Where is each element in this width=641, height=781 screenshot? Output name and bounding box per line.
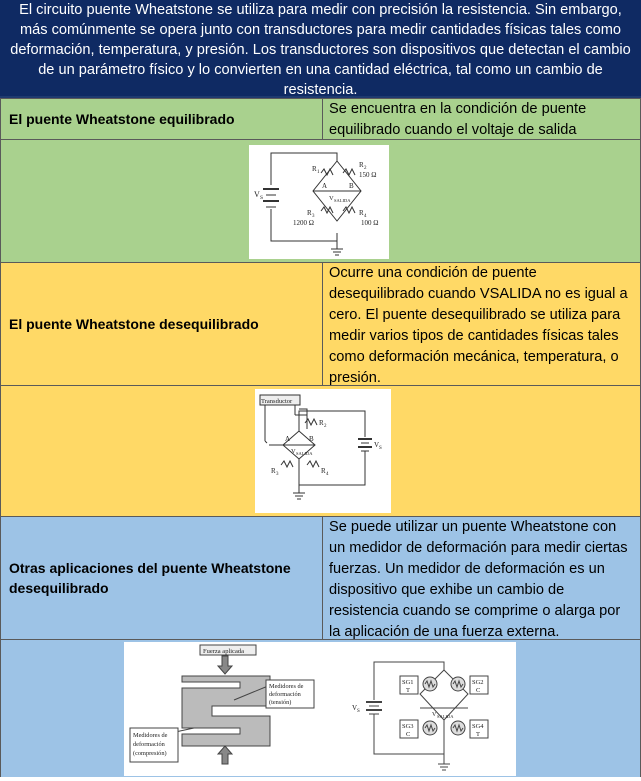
unbalanced-row: El puente Wheatstone desequilibrado Ocur… (0, 262, 641, 386)
balanced-node-b: B (349, 182, 354, 190)
balanced-bridge-figure: V S R 1 R 2 150 Ω R 3 1200 Ω R 4 100 Ω A… (249, 145, 389, 259)
sg4-type: T (476, 731, 480, 738)
unbalanced-r2-sub: 2 (324, 424, 327, 429)
balanced-description: Se encuentra en la condición de puente e… (329, 101, 587, 138)
strain-vs-sub: S (357, 709, 360, 714)
strain-gauge-figure: Fuerza aplicada Medidores de deformación… (124, 642, 516, 776)
other-applications-figure-row: Fuerza aplicada Medidores de deformación… (0, 639, 641, 777)
sg3-label: SG3 (402, 723, 414, 730)
gauge-compression-line2: deformación (133, 741, 166, 748)
balanced-r3-value: 1200 Ω (293, 219, 314, 227)
balanced-r2-label: R (359, 161, 364, 169)
sg2-label: SG2 (472, 679, 484, 686)
force-label: Fuerza aplicada (203, 648, 244, 655)
gauge-tension-line3: (tensión) (269, 699, 291, 706)
unbalanced-vs-sub: S (379, 446, 382, 451)
unbalanced-r4-sub: 4 (326, 472, 329, 477)
balanced-r4-label: R (359, 209, 364, 217)
other-applications-description: Se puede utilizar un puente Wheatstone c… (329, 519, 628, 640)
unbalanced-vout-label: V (291, 448, 296, 455)
intro-header: El circuito puente Wheatstone se utiliza… (0, 0, 641, 98)
balanced-node-a: A (322, 182, 327, 190)
gauge-tension-line1: Medidores de (269, 683, 304, 690)
other-applications-row: Otras aplicaciones del puente Wheatstone… (0, 516, 641, 640)
sg3-type: C (406, 731, 410, 738)
sg4-label: SG4 (472, 723, 484, 730)
unbalanced-vout-sub: SALIDA (296, 451, 313, 456)
unbalanced-bridge-figure: Transductor R 2 R 3 R 4 A B V SALIDA V S (255, 389, 391, 513)
transducer-label: Transductor (261, 398, 293, 405)
balanced-r3-sub: 3 (312, 214, 315, 219)
unbalanced-title: El puente Wheatstone desequilibrado (1, 263, 323, 385)
sg1-type: T (406, 687, 410, 694)
other-applications-title: Otras aplicaciones del puente Wheatstone… (1, 517, 323, 639)
intro-text: El circuito puente Wheatstone se utiliza… (10, 2, 631, 98)
unbalanced-r3-sub: 3 (276, 472, 279, 477)
unbalanced-node-b: B (309, 435, 314, 443)
balanced-r2-sub: 2 (364, 166, 367, 171)
balanced-vs-label: V (254, 190, 260, 199)
balanced-bridge-diagram: V S R 1 R 2 150 Ω R 3 1200 Ω R 4 100 Ω A… (254, 152, 378, 256)
gauge-compression-line1: Medidores de (133, 732, 168, 739)
strain-vs-label: V (352, 704, 357, 712)
balanced-r2-value: 150 Ω (359, 171, 376, 179)
unbalanced-bridge-diagram: Transductor R 2 R 3 R 4 A B V SALIDA V S (259, 394, 382, 500)
balanced-figure-row: V S R 1 R 2 150 Ω R 3 1200 Ω R 4 100 Ω A… (0, 139, 641, 263)
balanced-r4-value: 100 Ω (361, 219, 378, 227)
unbalanced-figure-row: Transductor R 2 R 3 R 4 A B V SALIDA V S (0, 385, 641, 517)
unbalanced-r4-label: R (321, 467, 326, 475)
balanced-r1-sub: 1 (317, 170, 320, 175)
sg1-label: SG1 (402, 679, 414, 686)
balanced-r1-label: R (312, 165, 317, 173)
balanced-row: El puente Wheatstone equilibrado Se encu… (0, 98, 641, 140)
gauge-tension-line2: deformación (269, 691, 302, 698)
unbalanced-r2-label: R (319, 419, 324, 427)
unbalanced-description: Ocurre una condición de puente desequili… (329, 265, 628, 386)
strain-vout-label: V (432, 712, 437, 718)
sg2-type: C (476, 687, 480, 694)
gauge-compression-line3: (compresión) (133, 750, 167, 757)
balanced-vs-sub: S (260, 195, 263, 201)
unbalanced-node-a: A (285, 435, 290, 443)
balanced-vout-label: V (329, 195, 334, 202)
unbalanced-vs-label: V (374, 441, 379, 449)
balanced-r4-sub: 4 (364, 214, 367, 219)
balanced-vout-sub: SALIDA (334, 198, 351, 203)
strain-vout-sub: SALIDA (437, 714, 454, 719)
balanced-title: El puente Wheatstone equilibrado (1, 99, 323, 139)
unbalanced-r3-label: R (271, 467, 276, 475)
strain-gauge-diagram: Fuerza aplicada Medidores de deformación… (129, 644, 489, 771)
balanced-r3-label: R (307, 209, 312, 217)
